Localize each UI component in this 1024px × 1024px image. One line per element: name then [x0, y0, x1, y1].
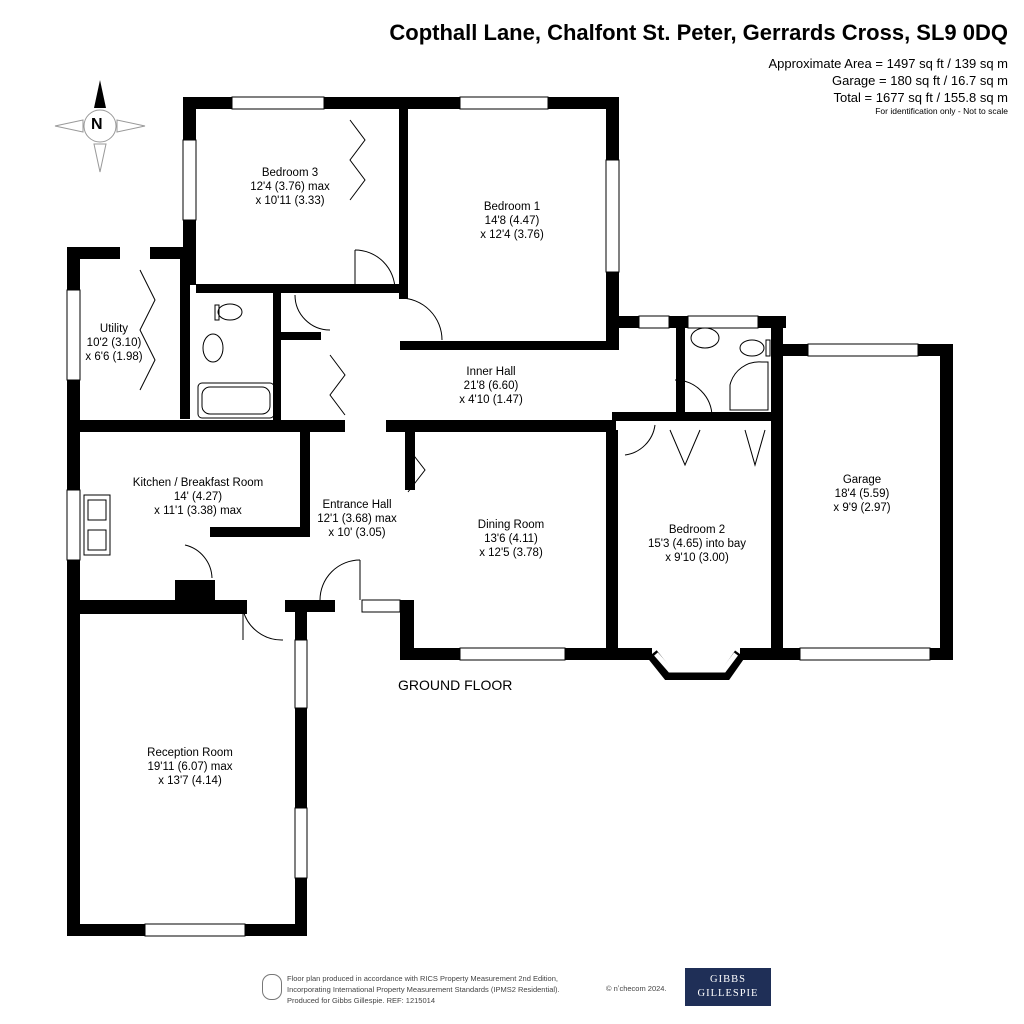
brand-line: GIBBS — [710, 974, 746, 985]
footer-line: Floor plan produced in accordance with R… — [287, 974, 558, 983]
room-dimension: 14'8 (4.47) — [484, 215, 540, 227]
room-label-utility: Utility 10'2 (3.10) x 6'6 (1.98) — [85, 322, 142, 364]
room-label-entrance-hall: Entrance Hall 12'1 (3.68) max x 10' (3.0… — [317, 498, 397, 540]
compass-north-label: N — [91, 116, 103, 133]
room-dimension: x 9'10 (3.00) — [665, 552, 729, 564]
room-name: Entrance Hall — [322, 499, 392, 511]
room-dimension: 14' (4.27) — [173, 491, 223, 503]
total-area: Total = 1677 sq ft / 155.8 sq m — [833, 90, 1008, 105]
room-dimension: x 6'6 (1.98) — [85, 351, 143, 363]
room-name: Reception Room — [147, 747, 233, 759]
room-dimension: x 10' (3.05) — [328, 527, 386, 539]
room-dimension: 10'2 (3.10) — [86, 337, 142, 349]
rics-logo-icon — [262, 974, 282, 1000]
room-dimension: x 13'7 (4.14) — [158, 775, 222, 787]
room-dimension: x 4'10 (1.47) — [459, 394, 523, 406]
room-dimension: x 11'1 (3.38) max — [154, 505, 242, 517]
room-dimension: 21'8 (6.60) — [463, 380, 519, 392]
compass-rose — [54, 80, 146, 173]
room-name: Kitchen / Breakfast Room — [132, 477, 264, 489]
room-dimension: 12'4 (3.76) max — [250, 181, 330, 193]
approximate-area: Approximate Area = 1497 sq ft / 139 sq m — [768, 56, 1008, 71]
room-dimension: 13'6 (4.11) — [484, 533, 538, 545]
footer-line: Incorporating International Property Mea… — [287, 985, 560, 994]
room-label-bedroom-2: Bedroom 2 15'3 (4.65) into bay x 9'10 (3… — [648, 523, 746, 565]
room-dimension: x 9'9 (2.97) — [833, 502, 891, 514]
footer-line: Produced for Gibbs Gillespie. REF: 12150… — [287, 996, 435, 1005]
room-label-garage: Garage 18'4 (5.59) x 9'9 (2.97) — [833, 473, 890, 515]
room-dimension: 18'4 (5.59) — [834, 488, 890, 500]
brand-line: GILLESPIE — [697, 988, 759, 999]
room-dimension: x 12'5 (3.78) — [479, 547, 543, 559]
room-label-bedroom-1: Bedroom 1 14'8 (4.47) x 12'4 (3.76) — [480, 200, 544, 242]
bathroom-fixtures — [83, 303, 771, 556]
footer-copyright: © nʼchecom 2024. — [606, 984, 667, 993]
room-label-dining-room: Dining Room 13'6 (4.11) x 12'5 (3.78) — [478, 518, 544, 560]
windows — [66, 96, 931, 937]
room-label-reception-room: Reception Room 19'11 (6.07) max x 13'7 (… — [147, 746, 233, 788]
floor-label: GROUND FLOOR — [398, 677, 513, 693]
room-name: Inner Hall — [466, 366, 516, 378]
identification-note: For identification only - Not to scale — [875, 106, 1008, 116]
room-name: Bedroom 2 — [668, 524, 726, 536]
room-label-bedroom-3: Bedroom 3 12'4 (3.76) max x 10'11 (3.33) — [250, 166, 330, 208]
room-name: Utility — [99, 323, 129, 335]
garage-area: Garage = 180 sq ft / 16.7 sq m — [832, 73, 1008, 88]
room-dimension: x 12'4 (3.76) — [480, 229, 544, 241]
room-dimension: x 10'11 (3.33) — [255, 195, 325, 207]
room-name: Dining Room — [477, 519, 545, 531]
bay-window — [647, 650, 745, 680]
room-label-inner-hall: Inner Hall 21'8 (6.60) x 4'10 (1.47) — [459, 365, 523, 407]
room-label-kitchen-breakfast-room: Kitchen / Breakfast Room 14' (4.27) x 11… — [133, 476, 263, 518]
room-name: Bedroom 1 — [483, 201, 541, 213]
room-name: Bedroom 3 — [261, 167, 319, 179]
room-dimension: 19'11 (6.07) max — [147, 761, 233, 773]
property-address-title: Copthall Lane, Chalfont St. Peter, Gerra… — [389, 20, 1008, 45]
doors — [139, 119, 766, 641]
gibbs-gillespie-logo: GIBBS GILLESPIE — [685, 968, 771, 1006]
room-dimension: 12'1 (3.68) max — [317, 513, 397, 525]
footer-disclaimer: Floor plan produced in accordance with R… — [287, 973, 560, 1006]
walls — [67, 97, 953, 936]
room-dimension: 15'3 (4.65) into bay — [647, 538, 747, 550]
room-name: Garage — [842, 474, 882, 486]
